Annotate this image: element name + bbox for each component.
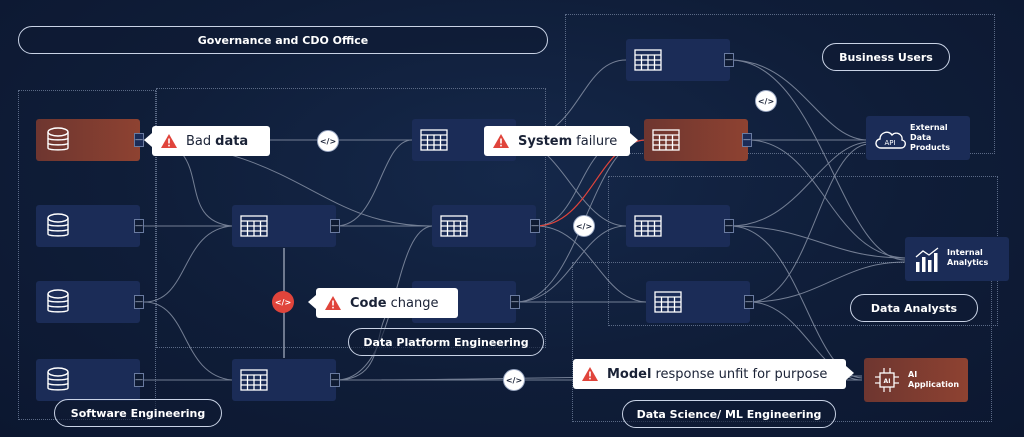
table-node-software[interactable]: — [232, 359, 340, 401]
team-software-engineering-label: Software Engineering [54, 399, 222, 427]
consumer-ai-label: AI Application [908, 370, 959, 390]
warning-icon [325, 296, 341, 310]
node-port: — [724, 53, 734, 67]
node-port: — [134, 133, 144, 147]
database-icon [47, 213, 69, 237]
source-database-node-3[interactable]: — [36, 281, 144, 323]
table-node-platform-3[interactable]: — [432, 205, 540, 247]
node-port: — [510, 295, 520, 309]
consumer-external-label: External Data Products [910, 123, 950, 153]
node-port: — [134, 219, 144, 233]
callout-pointer [630, 133, 638, 147]
consumer-ai-line-2: Application [908, 380, 960, 389]
warning-icon [582, 367, 598, 381]
warning-icon [161, 134, 177, 148]
team-business-users-label: Business Users [822, 43, 950, 71]
table-icon [634, 49, 662, 71]
consumer-external-line-2: Data [910, 133, 932, 142]
database-icon [47, 127, 69, 151]
source-database-node-4[interactable]: — [36, 359, 144, 401]
code-icon[interactable]: </> [317, 130, 339, 152]
table-icon [652, 129, 680, 151]
cloud-api-icon: API [875, 131, 906, 149]
team-data-analysts-label: Data Analysts [850, 294, 978, 322]
table-icon [634, 215, 662, 237]
consumer-internal-analytics[interactable]: Internal Analytics [905, 237, 1009, 281]
incident-code-change-bold: Code [350, 295, 387, 311]
node-port: — [330, 219, 340, 233]
code-icon[interactable]: </> [573, 215, 595, 237]
callout-pointer [846, 366, 854, 380]
table-icon [654, 291, 682, 313]
database-icon [47, 367, 69, 391]
source-database-node-2[interactable]: — [36, 205, 144, 247]
table-icon [240, 215, 268, 237]
callout-pointer [144, 133, 152, 147]
incident-code-change-rest: change [390, 295, 439, 311]
team-data-platform-label: Data Platform Engineering [348, 328, 544, 356]
incident-model-response-bold: Model [607, 366, 652, 382]
table-icon [240, 369, 268, 391]
incident-model-response-rest: response unfit for purpose [655, 366, 828, 382]
node-port: — [724, 219, 734, 233]
consumer-external-line-3: Products [910, 143, 951, 152]
table-node-platform-1[interactable]: — [232, 205, 340, 247]
code-change-alert-icon[interactable]: </> [272, 291, 294, 313]
team-data-science-label: Data Science/ ML Engineering [622, 400, 836, 428]
table-node-business-2-failed[interactable]: — [644, 119, 752, 161]
consumer-external-data-products[interactable]: API External Data Products [866, 116, 970, 160]
consumer-internal-label: Internal Analytics [947, 248, 988, 268]
ai-chip-icon: AI [875, 368, 899, 392]
warning-icon [493, 134, 509, 148]
consumer-ai-line-1: AI [908, 370, 918, 379]
consumer-internal-line-1: Internal [947, 248, 983, 257]
table-node-analysts-2[interactable]: — [646, 281, 754, 323]
table-icon [420, 129, 448, 151]
node-port: — [134, 295, 144, 309]
node-port: — [742, 133, 752, 147]
table-node-analysts-1[interactable]: — [626, 205, 734, 247]
incident-system-failure-rest: failure [576, 133, 618, 149]
zone-business-users [565, 14, 995, 154]
bar-chart-icon [915, 247, 939, 272]
consumer-internal-line-2: Analytics [947, 258, 989, 267]
code-icon[interactable]: </> [503, 369, 525, 391]
callout-pointer [308, 295, 316, 309]
code-icon[interactable]: </> [755, 90, 777, 112]
team-governance-label: Governance and CDO Office [18, 26, 548, 54]
consumer-external-line-1: External [910, 123, 948, 132]
node-port: — [134, 373, 144, 387]
node-port: — [330, 373, 340, 387]
incident-bad-data-bold: data [215, 133, 249, 149]
node-port: — [530, 219, 540, 233]
incident-bad-data-normal: Bad [186, 133, 212, 149]
incident-system-failure-bold: System [518, 133, 573, 149]
database-icon [47, 289, 69, 313]
table-icon [440, 215, 468, 237]
source-database-node-1[interactable]: — [36, 119, 144, 161]
consumer-ai-application[interactable]: AI AI Application [864, 358, 968, 402]
node-port: — [744, 295, 754, 309]
cloud-api-label: API [884, 139, 895, 147]
ai-chip-label: AI [884, 378, 891, 385]
table-node-business-1[interactable]: — [626, 39, 734, 81]
